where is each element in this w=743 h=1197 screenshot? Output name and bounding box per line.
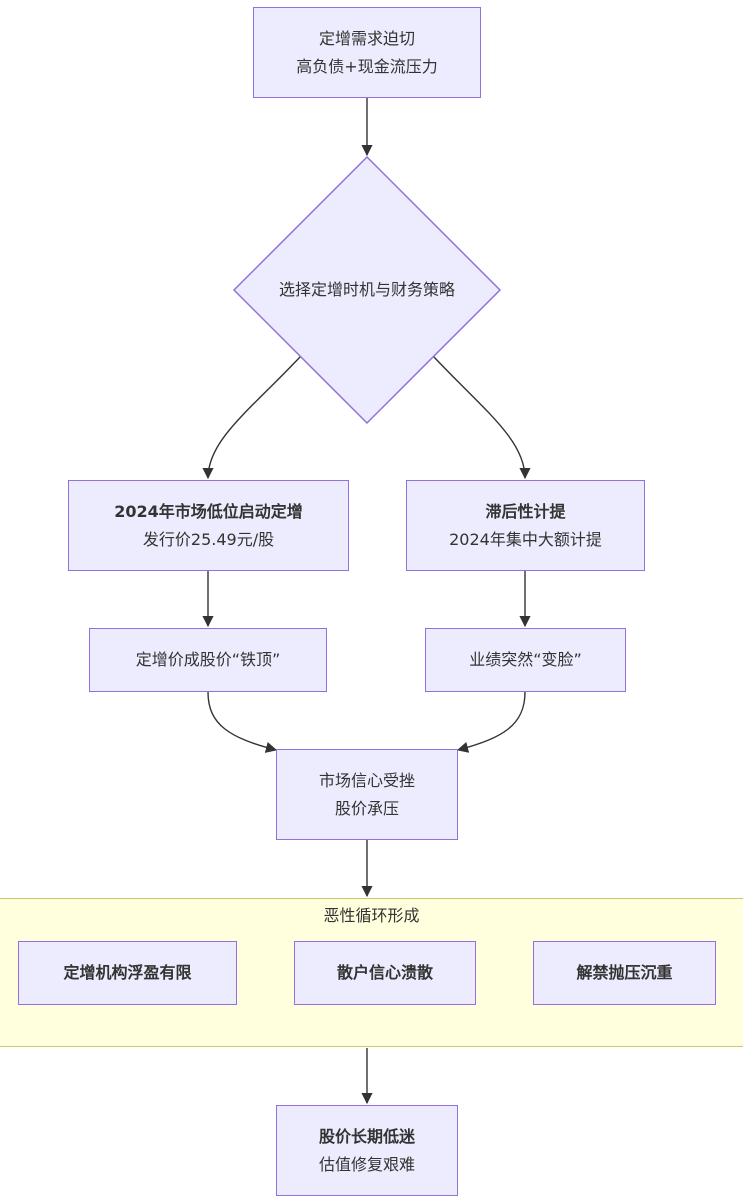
node-iron-top: 定增价成股价“铁顶” xyxy=(89,628,327,692)
node-right-line1: 滞后性计提 xyxy=(485,501,566,521)
cycle-item-3-label: 解禁抛压沉重 xyxy=(576,963,673,982)
node-urgent-demand: 定增需求迫切 高负债+现金流压力 xyxy=(253,7,481,98)
node-urgent-line2: 高负债+现金流压力 xyxy=(296,56,438,76)
node-face-change-label: 业绩突然“变脸” xyxy=(469,650,582,669)
node-decision-label: 选择定增时机与财务策略 xyxy=(278,280,455,299)
node-left-branch: 2024年市场低位启动定增 发行价25.49元/股 xyxy=(68,480,349,571)
node-iron-top-label: 定增价成股价“铁顶” xyxy=(135,650,281,669)
edge-decision-to-left xyxy=(202,356,301,480)
node-decision: 选择定增时机与财务策略 xyxy=(255,275,479,305)
cycle-item-2-label: 散户信心溃散 xyxy=(336,963,433,982)
node-final-line2: 估值修复艰难 xyxy=(318,1154,415,1174)
node-cycle-item-2: 散户信心溃散 xyxy=(294,941,476,1005)
node-cycle-item-1: 定增机构浮盈有限 xyxy=(18,941,237,1005)
node-confidence: 市场信心受挫 股价承压 xyxy=(276,749,458,840)
edge-decision-to-right xyxy=(433,356,531,480)
node-final: 股价长期低迷 估值修复艰难 xyxy=(276,1105,458,1196)
node-final-line1: 股价长期低迷 xyxy=(318,1126,415,1146)
node-right-line2: 2024年集中大额计提 xyxy=(449,529,602,549)
edge-facechange-to-confidence xyxy=(456,691,526,753)
edge-irontop-to-confidence xyxy=(207,691,278,753)
node-cycle-item-3: 解禁抛压沉重 xyxy=(533,941,716,1005)
node-urgent-line1: 定增需求迫切 xyxy=(318,28,415,48)
node-left-line1: 2024年市场低位启动定增 xyxy=(114,501,303,521)
node-confidence-line2: 股价承压 xyxy=(334,798,399,818)
cycle-item-1-label: 定增机构浮盈有限 xyxy=(63,963,192,982)
node-face-change: 业绩突然“变脸” xyxy=(425,628,626,692)
node-confidence-line1: 市场信心受挫 xyxy=(318,770,415,790)
node-right-branch: 滞后性计提 2024年集中大额计提 xyxy=(406,480,645,571)
decision-diamond xyxy=(232,155,502,425)
node-left-line2: 发行价25.49元/股 xyxy=(142,529,275,549)
cluster-title: 恶性循环形成 xyxy=(323,906,420,925)
